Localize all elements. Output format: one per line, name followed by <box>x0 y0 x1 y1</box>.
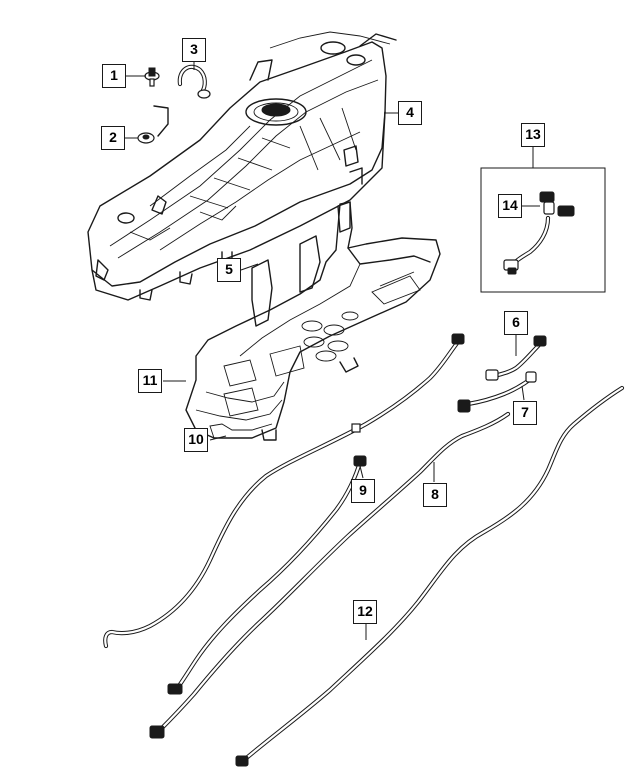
nut <box>137 132 155 144</box>
callout-8: 8 <box>423 483 447 507</box>
kit-frame <box>480 167 606 293</box>
bolt <box>144 67 160 87</box>
callout-6: 6 <box>504 311 528 335</box>
skid-plate <box>185 201 441 441</box>
leader-lines <box>125 62 540 640</box>
fuel-tube-short-upper <box>485 335 547 381</box>
callout-4: 4 <box>398 101 422 125</box>
vent-hose <box>177 64 211 99</box>
fuel-line-long <box>235 385 625 767</box>
fuel-line-return <box>149 411 511 739</box>
callout-11: 11 <box>138 369 162 393</box>
fuel-line-middle <box>167 455 367 695</box>
callout-1: 1 <box>102 64 126 88</box>
callout-14: 14 <box>498 194 522 218</box>
vent-line-kit <box>503 191 575 275</box>
fuel-line-left <box>103 333 465 649</box>
fuel-tank <box>87 31 397 301</box>
callout-2: 2 <box>101 126 125 150</box>
callout-5: 5 <box>217 258 241 282</box>
callout-3: 3 <box>182 38 206 62</box>
callout-13: 13 <box>521 123 545 147</box>
callout-12: 12 <box>353 600 377 624</box>
fuel-tube-short-lower <box>457 371 537 413</box>
callout-10: 10 <box>184 428 208 452</box>
callout-7: 7 <box>513 401 537 425</box>
callout-9: 9 <box>351 479 375 503</box>
